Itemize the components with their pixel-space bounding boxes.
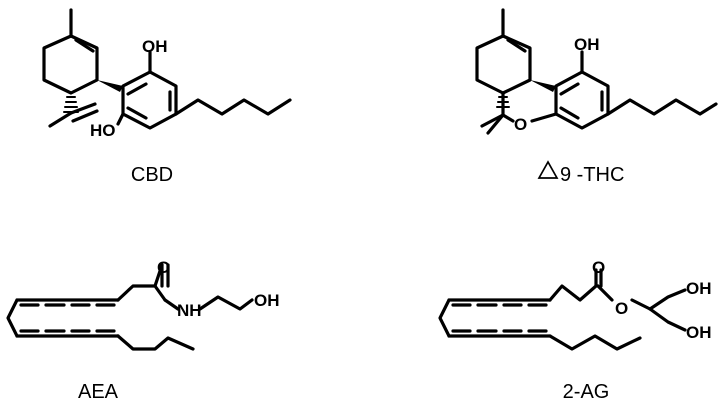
aea-skeleton: [6, 263, 254, 351]
thc-hydroxyl-label: OH: [574, 35, 600, 54]
aea-carbonyl-oxygen-label: O: [157, 258, 170, 277]
thc-ring-oxygen-label: O: [514, 115, 527, 134]
2ag-hydroxyl-bottom-label: OH: [686, 323, 712, 342]
2ag-skeleton: [438, 268, 687, 351]
molecule-2ag: O O OH OH 2-AG: [438, 258, 712, 403]
aea-hydroxyl-label: OH: [254, 291, 280, 310]
2ag-hydroxyl-top-label: OH: [686, 279, 712, 298]
thc-skeleton: [475, 8, 718, 135]
molecule-cbd: OH HO CBD: [42, 8, 292, 186]
cbd-skeleton: [42, 8, 292, 130]
cbd-hydroxyl-bottom-label: HO: [90, 121, 116, 140]
cbd-caption: CBD: [131, 164, 173, 186]
molecule-thc: OH O Δ 9 -THC: [475, 8, 718, 186]
thc-caption: 9 -THC: [560, 164, 624, 186]
aea-amide-nh-label: NH: [177, 301, 202, 320]
cbd-hydroxyl-top-label: OH: [142, 37, 168, 56]
2ag-ester-oxygen-label: O: [615, 299, 628, 318]
molecule-aea: O NH OH AEA: [6, 258, 280, 403]
aea-caption: AEA: [78, 381, 119, 403]
2ag-carbonyl-oxygen-label: O: [592, 258, 605, 277]
thc-wedge-bond: [530, 80, 556, 92]
cbd-wedge-bond: [97, 80, 123, 92]
delta-symbol-icon: [537, 160, 559, 179]
2ag-caption: 2-AG: [563, 381, 610, 403]
